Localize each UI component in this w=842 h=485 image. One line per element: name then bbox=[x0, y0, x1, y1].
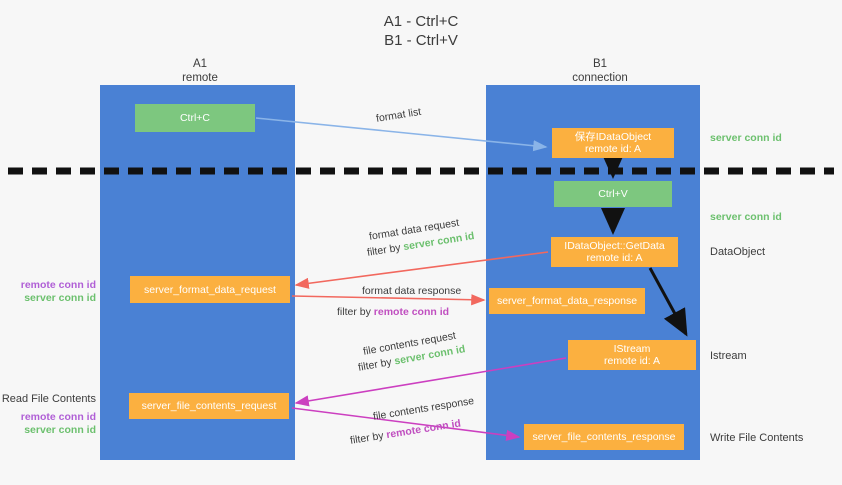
filter-prefix-fcreq: filter by bbox=[357, 355, 396, 374]
box-ctrl-c[interactable]: Ctrl+C bbox=[135, 104, 255, 132]
box-server-file-contents-request[interactable]: server_file_contents_request bbox=[129, 393, 289, 419]
flow-label-format-data-response-filter: filter by remote conn id bbox=[337, 305, 449, 319]
lane-header-a1: A1 remote bbox=[182, 58, 218, 84]
lane-header-b1: B1 connection bbox=[572, 58, 628, 84]
label-server-conn-id-top: server conn id bbox=[710, 132, 782, 144]
box-server-format-data-request[interactable]: server_format_data_request bbox=[130, 276, 290, 303]
flow-label-format-list: format list bbox=[375, 105, 422, 125]
filter-prefix-fdreq: filter by bbox=[366, 241, 405, 259]
flow-label-format-data-response: format data response bbox=[362, 285, 462, 297]
label-istream: Istream bbox=[710, 350, 747, 362]
box-istream[interactable]: IStream remote id: A bbox=[568, 340, 696, 370]
filter-key-fcresp: remote conn id bbox=[385, 417, 462, 442]
label-server-conn-id-1: server conn id bbox=[24, 292, 96, 304]
label-read-file-contents: Read File Contents bbox=[1, 393, 96, 405]
page-title: A1 - Ctrl+C B1 - Ctrl+V bbox=[383, 13, 459, 49]
box-ctrl-v[interactable]: Ctrl+V bbox=[554, 181, 672, 207]
label-remote-conn-id-2: remote conn id bbox=[20, 411, 96, 423]
box-idataobject-getdata[interactable]: IDataObject::GetData remote id: A bbox=[551, 237, 678, 267]
filter-key-fdresp: remote conn id bbox=[373, 306, 450, 318]
box-server-format-data-response[interactable]: server_format_data_response bbox=[489, 288, 645, 314]
box-server-file-contents-response[interactable]: server_file_contents_response bbox=[524, 424, 684, 450]
label-remote-conn-id-1: remote conn id bbox=[20, 279, 96, 291]
label-write-file-contents: Write File Contents bbox=[710, 432, 804, 444]
label-server-conn-id-2: server conn id bbox=[24, 424, 96, 436]
filter-prefix-fdresp: filter by bbox=[337, 306, 374, 318]
label-server-conn-id-mid: server conn id bbox=[710, 211, 782, 223]
flow-label-file-contents-response-filter: filter by remote conn id bbox=[349, 416, 462, 447]
box-data-object[interactable]: 保存IDataObject remote id: A bbox=[552, 128, 674, 158]
label-data-object: DataObject bbox=[710, 246, 766, 258]
filter-prefix-fcresp: filter by bbox=[349, 429, 388, 447]
